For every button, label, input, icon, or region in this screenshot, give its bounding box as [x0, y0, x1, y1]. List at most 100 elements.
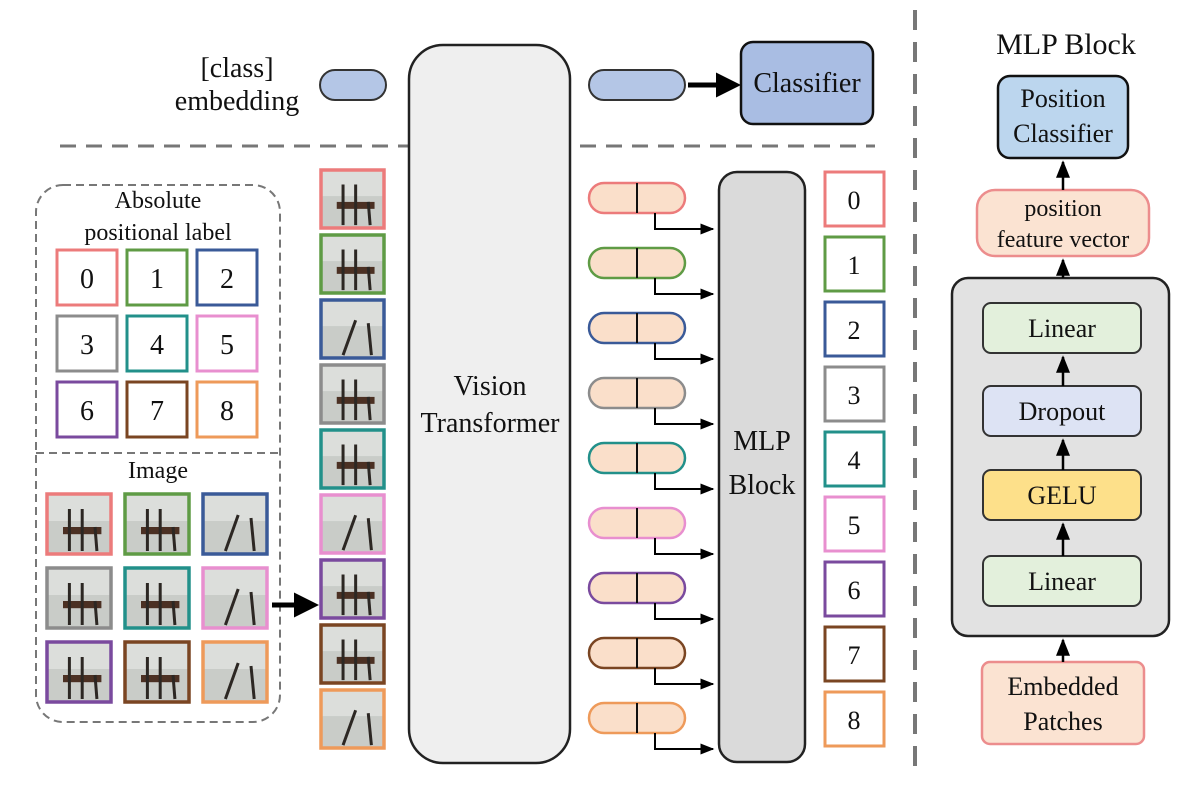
positional-label-box-4 [125, 314, 189, 373]
token-to-mlp-arrow-0 [654, 213, 715, 235]
output-label-8: 8 [848, 706, 861, 735]
output-label-box-7 [823, 625, 886, 683]
feature-vector-line2: feature vector [997, 227, 1130, 253]
positional-label-box-6 [55, 380, 119, 439]
image-patch-5 [201, 566, 269, 630]
positional-label-box-0 [55, 248, 119, 307]
positional-label-0: 0 [80, 264, 94, 295]
positional-label-box-2 [195, 248, 259, 307]
class-embedding-label-line1: [class] [200, 53, 273, 84]
token-to-mlp-arrow-5 [654, 538, 715, 560]
output-label-4: 4 [848, 446, 861, 475]
sequence-patch-6 [319, 558, 386, 620]
mlp-layers-panel [950, 276, 1171, 638]
output-label-box-6 [823, 560, 886, 618]
sequence-patch-7 [319, 623, 386, 685]
positional-label-1: 1 [150, 264, 164, 295]
token-to-mlp-arrow-6 [654, 603, 715, 625]
vit-label-line1: Vision [454, 371, 527, 402]
mlp-detail-title: MLP Block [996, 28, 1136, 61]
output-label-box-8 [823, 690, 886, 748]
layer-dropout-label: Dropout [1019, 397, 1106, 426]
classifier-box [739, 40, 875, 126]
patch-sequence [319, 168, 386, 750]
output-label-6: 6 [848, 576, 861, 605]
embedded-patches-line1: Embedded [1007, 672, 1118, 701]
position-classifier-line2: Classifier [1013, 119, 1113, 148]
layer-linear-bottom-label: Linear [1028, 567, 1096, 596]
output-tokens [587, 181, 715, 755]
mlp-block-center [717, 170, 807, 764]
class-token-output [588, 69, 686, 101]
positional-label-grid: 0 1 2 3 4 5 6 7 8 [55, 248, 259, 439]
sequence-patch-3 [319, 363, 386, 425]
image-patch-4 [123, 566, 191, 630]
output-label-box-0 [823, 170, 886, 228]
output-label-3: 3 [848, 381, 861, 410]
output-label-box-3 [823, 365, 886, 423]
token-to-mlp-arrow-1 [654, 278, 715, 300]
positional-label-3: 3 [80, 330, 94, 361]
layer-gelu-label: GELU [1027, 481, 1097, 510]
output-label-box-4 [823, 430, 886, 488]
sequence-patch-4 [319, 428, 386, 490]
output-label-2: 2 [848, 316, 861, 345]
positional-label-box-3 [55, 314, 119, 373]
positional-label-title-line2: positional label [84, 220, 232, 246]
token-to-mlp-arrow-3 [654, 408, 715, 430]
sequence-patch-5 [319, 493, 386, 555]
layer-linear-top-label: Linear [1028, 314, 1096, 343]
layer-linear-top [982, 302, 1142, 354]
image-patch-2 [201, 492, 269, 556]
token-to-mlp-arrow-8 [654, 733, 715, 755]
image-patch-8 [201, 640, 269, 704]
positional-label-5: 5 [220, 330, 234, 361]
vision-transformer-block [407, 43, 572, 765]
sequence-patch-8 [319, 688, 386, 750]
token-to-mlp-arrow-2 [654, 343, 715, 365]
positional-label-7: 7 [150, 396, 164, 427]
sequence-patch-2 [319, 298, 386, 360]
position-classifier-box [996, 74, 1130, 160]
class-token-input [319, 69, 387, 101]
image-patch-6 [45, 640, 113, 704]
output-label-1: 1 [848, 251, 861, 280]
image-patch-grid [45, 492, 269, 704]
positional-label-box-8 [195, 380, 259, 439]
classifier-label: Classifier [753, 68, 861, 99]
token-to-mlp-arrow-4 [654, 473, 715, 495]
sequence-patch-1 [319, 233, 386, 295]
positional-label-2: 2 [220, 264, 234, 295]
mlp-center-label-line1: MLP [733, 426, 791, 457]
positional-label-box-5 [195, 314, 259, 373]
sequence-patch-0 [319, 168, 386, 230]
position-classifier-line1: Position [1020, 84, 1105, 113]
output-label-box-1 [823, 235, 886, 293]
input-panel-border [35, 184, 281, 723]
embedded-patches-line2: Patches [1023, 707, 1102, 736]
mlp-center-label-line2: Block [729, 470, 796, 501]
image-patch-3 [45, 566, 113, 630]
output-position-labels: 0 1 2 3 4 5 6 7 8 [823, 170, 886, 748]
positional-label-title-line1: Absolute [115, 188, 202, 214]
image-patch-1 [123, 492, 191, 556]
positional-label-box-7 [125, 380, 189, 439]
vit-label-line2: Transformer [421, 408, 561, 439]
positional-label-6: 6 [80, 396, 94, 427]
positional-label-4: 4 [150, 330, 164, 361]
positional-label-8: 8 [220, 396, 234, 427]
image-patch-0 [45, 492, 113, 556]
image-patch-7 [123, 640, 191, 704]
feature-vector-line1: position [1024, 196, 1101, 222]
output-label-box-2 [823, 300, 886, 358]
output-label-7: 7 [848, 641, 861, 670]
token-to-mlp-arrow-7 [654, 668, 715, 690]
image-panel-title: Image [128, 458, 188, 484]
output-label-box-5 [823, 495, 886, 553]
class-embedding-label-line2: embedding [175, 86, 299, 117]
positional-label-box-1 [125, 248, 189, 307]
output-label-0: 0 [848, 186, 861, 215]
output-label-5: 5 [848, 511, 861, 540]
